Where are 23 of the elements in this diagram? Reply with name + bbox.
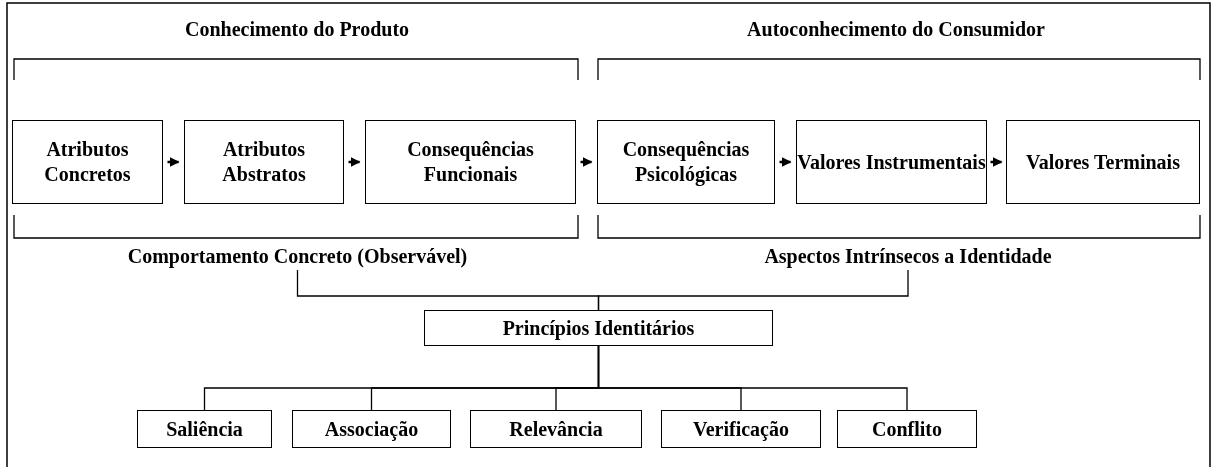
arrow <box>167 157 180 167</box>
text-label: Aspectos Intrínsecos a Identidade <box>712 242 1104 270</box>
connector-line <box>597 345 908 411</box>
process-box: Valores Instrumentais <box>796 120 987 204</box>
arrow <box>348 157 361 167</box>
process-box: Consequências Psicológicas <box>597 120 775 204</box>
arrow <box>580 157 593 167</box>
process-box: Associação <box>292 410 451 448</box>
process-box: Relevância <box>470 410 642 448</box>
process-box: Consequências Funcionais <box>365 120 576 204</box>
group-heading: Autoconhecimento do Consumidor <box>746 18 1046 41</box>
process-box: Valores Terminais <box>1006 120 1200 204</box>
group-heading: Conhecimento do Produto <box>183 18 411 41</box>
process-box: Princípios Identitários <box>424 310 773 346</box>
process-box: Atributos Abstratos <box>184 120 344 204</box>
arrow <box>990 157 1003 167</box>
text-label: Comportamento Concreto (Observável) <box>100 242 495 270</box>
arrow <box>779 157 792 167</box>
process-box: Verificação <box>661 410 821 448</box>
process-box: Saliência <box>137 410 272 448</box>
process-box: Atributos Concretos <box>12 120 163 204</box>
process-box: Conflito <box>837 410 977 448</box>
connector-line <box>597 269 909 311</box>
